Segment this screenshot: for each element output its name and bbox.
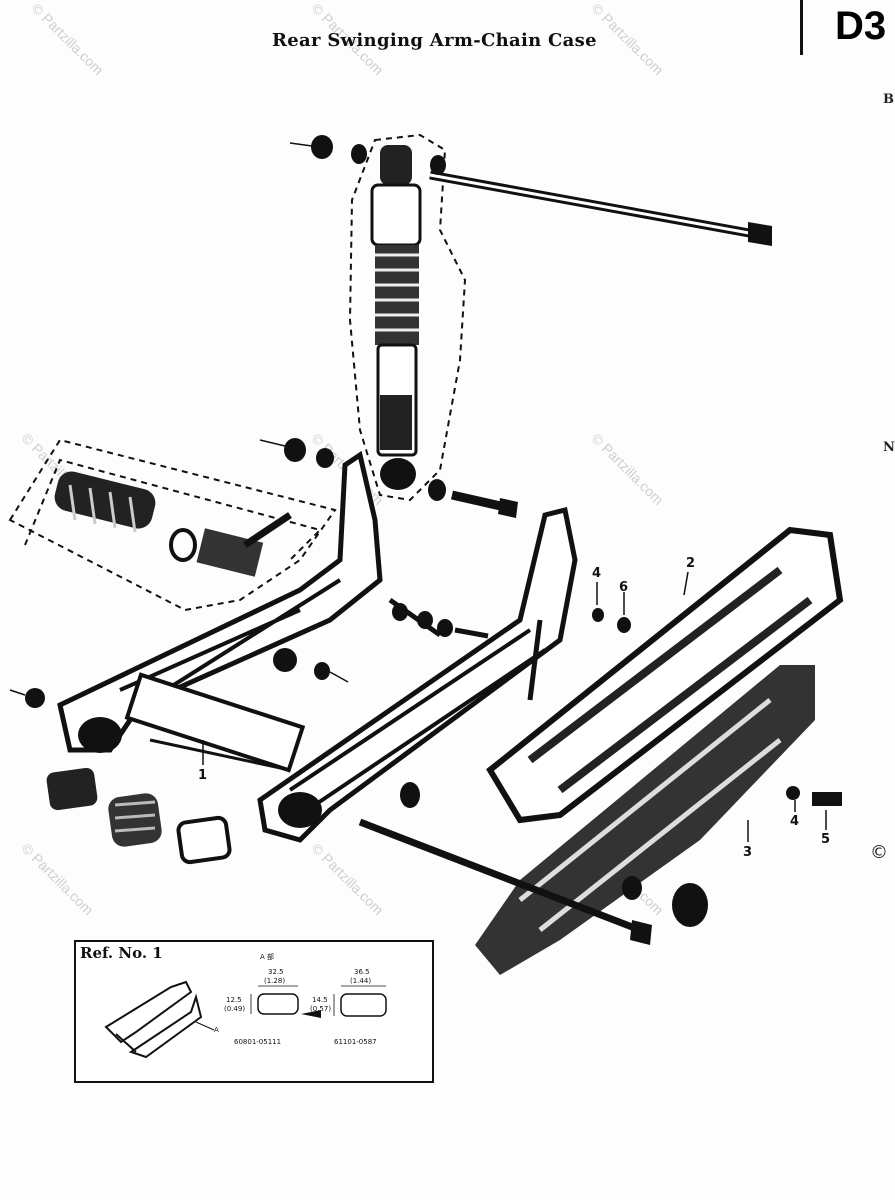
detail-marker: A [214,1026,219,1034]
pivot-bushing-group [8,438,337,612]
chain-case [358,526,844,975]
callout-label: 6 [619,580,629,595]
reference-detail-drawing [104,980,387,1059]
callout-label: 2 [686,556,696,571]
bushings [46,767,420,865]
callout-label: 5 [821,832,831,847]
reference-detail-box: Ref. No. 1 A A 部 32.5 (1.28) 12.5 (0.49)… [74,940,434,1083]
page-title: Rear Swinging Arm-Chain Case [272,30,597,51]
upper-mounting-bolt [289,135,772,246]
section-divider [800,0,803,55]
callout-label: 4 [790,814,800,829]
part-number: 61101-0587 [334,1038,377,1046]
dimension-value: (1.44) [350,977,372,985]
dimension-value: (0.49) [224,1005,246,1013]
part-number: 60801-05111 [234,1038,282,1046]
callout-label: 3 [743,845,753,860]
swing-arm [9,450,631,843]
detail-label: A 部 [260,953,275,961]
callout-label: 4 [592,566,602,581]
dimension-value: (0.57) [310,1005,332,1013]
lower-mounting-bolt [259,438,518,518]
edge-mark: © [870,842,888,863]
dimension-value: 36.5 [354,968,370,976]
callout-leaders [202,571,827,842]
dimension-value: (1.28) [264,977,286,985]
edge-mark: N [883,440,895,455]
callout-label: 1 [198,768,208,783]
dimension-value: 12.5 [226,996,242,1004]
dimension-value: 14.5 [312,996,328,1004]
edge-mark: B [883,92,894,107]
shock-absorber [348,133,467,502]
section-code: D3 [835,4,887,48]
dimension-value: 32.5 [268,968,284,976]
reference-title: Ref. No. 1 [80,944,163,962]
